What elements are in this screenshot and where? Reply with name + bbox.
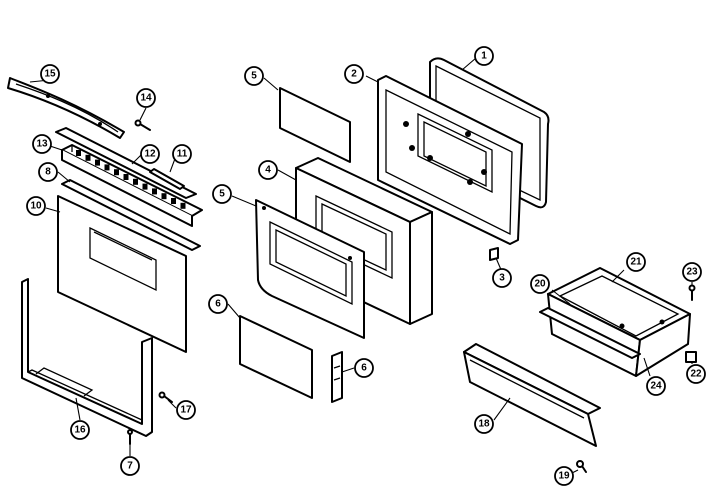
callout-13: 13 bbox=[32, 134, 52, 154]
callout-23: 23 bbox=[682, 262, 702, 282]
callout-18: 18 bbox=[474, 414, 494, 434]
callout-15: 15 bbox=[40, 64, 60, 84]
callout-2: 2 bbox=[344, 64, 364, 84]
part-screw-19 bbox=[576, 460, 587, 473]
svg-text:16: 16 bbox=[74, 425, 86, 436]
svg-text:24: 24 bbox=[650, 381, 662, 392]
part-glass-lower bbox=[239, 315, 313, 399]
vent-slot bbox=[133, 178, 138, 185]
vent-slot bbox=[76, 150, 81, 156]
svg-text:12: 12 bbox=[144, 149, 156, 160]
part-inner-door-panel bbox=[377, 75, 523, 245]
callout-21: 21 bbox=[626, 252, 646, 272]
part-outer-door bbox=[57, 195, 187, 353]
svg-text:20: 20 bbox=[534, 279, 546, 290]
callout-17: 17 bbox=[176, 400, 196, 420]
vent-slot bbox=[142, 183, 148, 190]
svg-text:5: 5 bbox=[219, 189, 225, 200]
svg-text:22: 22 bbox=[690, 369, 702, 380]
part-handle bbox=[7, 77, 125, 139]
part-screw-14 bbox=[134, 119, 151, 131]
part-bumper-22 bbox=[685, 351, 697, 363]
callout-12: 12 bbox=[140, 144, 160, 164]
svg-text:21: 21 bbox=[630, 257, 642, 268]
part-door-liner-frame bbox=[21, 278, 153, 437]
svg-text:6: 6 bbox=[361, 363, 367, 374]
part-drawer-front bbox=[463, 343, 601, 447]
part-screw-7 bbox=[127, 429, 133, 445]
part-bracket-strip bbox=[61, 179, 201, 251]
svg-text:15: 15 bbox=[44, 69, 56, 80]
vent-slot bbox=[152, 188, 157, 195]
callout-19: 19 bbox=[554, 466, 574, 486]
vent-slot bbox=[85, 154, 91, 161]
part-spacer-11 bbox=[149, 168, 185, 190]
callout-14: 14 bbox=[136, 88, 156, 108]
svg-text:3: 3 bbox=[499, 273, 505, 284]
svg-text:8: 8 bbox=[45, 167, 51, 178]
svg-text:4: 4 bbox=[265, 165, 271, 176]
vent-slot bbox=[161, 193, 167, 200]
callout-6-glass: 6 bbox=[208, 294, 228, 314]
callout-1: 1 bbox=[474, 46, 494, 66]
vent-slot bbox=[114, 169, 119, 176]
callout-5-lower: 5 bbox=[212, 184, 232, 204]
svg-text:1: 1 bbox=[481, 51, 487, 62]
vent-slot bbox=[171, 198, 176, 204]
part-screw-23 bbox=[688, 284, 696, 301]
callout-11: 11 bbox=[172, 144, 192, 164]
vent-slot bbox=[104, 164, 110, 171]
svg-text:2: 2 bbox=[351, 69, 357, 80]
callout-16: 16 bbox=[70, 420, 90, 440]
callout-3: 3 bbox=[492, 268, 512, 288]
svg-text:6: 6 bbox=[215, 299, 221, 310]
part-hinge-bracket bbox=[331, 351, 343, 403]
svg-text:5: 5 bbox=[251, 71, 257, 82]
svg-text:10: 10 bbox=[30, 201, 42, 212]
callout-4: 4 bbox=[258, 160, 278, 180]
part-clip-3 bbox=[489, 247, 499, 261]
vent-slot bbox=[95, 159, 100, 166]
svg-text:11: 11 bbox=[177, 149, 188, 160]
svg-text:7: 7 bbox=[127, 461, 133, 472]
vent-slot bbox=[123, 174, 129, 180]
part-screw-17 bbox=[158, 391, 173, 403]
callout-24: 24 bbox=[646, 376, 666, 396]
vent-slot bbox=[180, 202, 186, 209]
part-glass-upper bbox=[279, 87, 351, 163]
svg-text:17: 17 bbox=[180, 405, 192, 416]
part-trim-strip bbox=[55, 127, 197, 199]
svg-text:23: 23 bbox=[686, 267, 698, 278]
svg-text:14: 14 bbox=[140, 93, 152, 104]
part-drawer bbox=[539, 267, 691, 377]
svg-text:18: 18 bbox=[478, 419, 490, 430]
callout-6-bracket: 6 bbox=[354, 358, 374, 378]
callout-10: 10 bbox=[26, 196, 46, 216]
callout-22: 22 bbox=[686, 364, 706, 384]
leader-lines bbox=[29, 57, 693, 477]
callout-20: 20 bbox=[530, 274, 550, 294]
part-window-frame bbox=[255, 199, 365, 339]
callout-7: 7 bbox=[120, 456, 140, 476]
callout-8: 8 bbox=[38, 162, 58, 182]
svg-text:13: 13 bbox=[36, 139, 48, 150]
vent-slots bbox=[76, 150, 186, 209]
callout-5-upper: 5 bbox=[244, 66, 264, 86]
svg-text:19: 19 bbox=[558, 471, 570, 482]
